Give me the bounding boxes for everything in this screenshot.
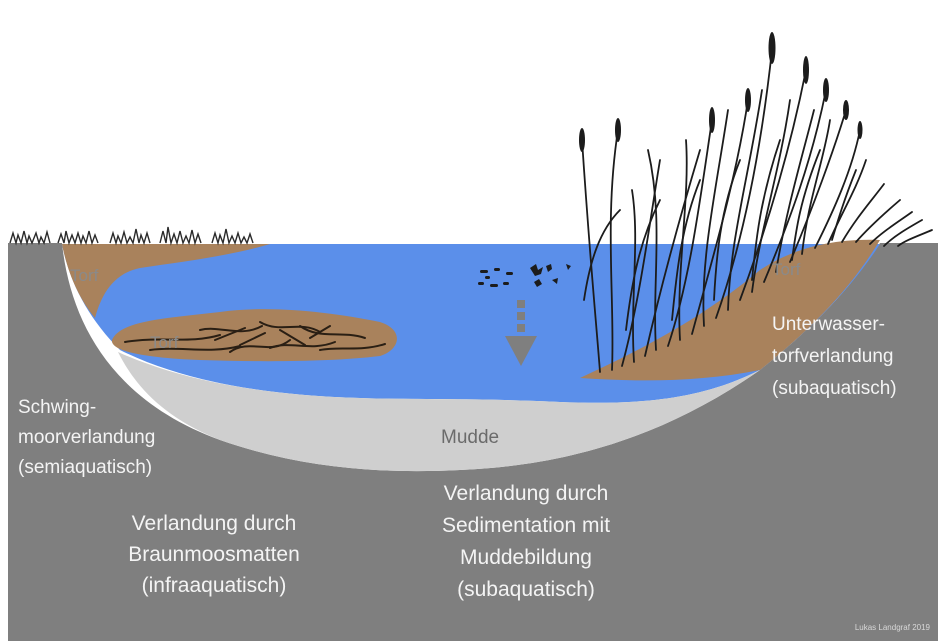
- torf-label-left: Torf: [70, 266, 99, 285]
- schwingmoor-line-2: moorverlandung: [18, 427, 155, 448]
- braunmoos-line-3: (infraaquatisch): [142, 574, 287, 597]
- mudde-label: Mudde: [441, 427, 499, 448]
- torf-label-mat: Torf: [150, 333, 179, 352]
- unterwasser-line-1: Unterwasser-: [772, 314, 885, 335]
- author-credit: Lukas Landgraf 2019: [855, 623, 931, 632]
- unterwasser-label: Unterwasser- torfverlandung (subaquatisc…: [772, 314, 897, 399]
- unterwasser-line-3: (subaquatisch): [772, 378, 897, 399]
- sedimentation-line-2: Sedimentation mit: [442, 514, 610, 537]
- torf-label-right: Torf: [772, 260, 801, 279]
- sedimentation-line-3: Muddebildung: [460, 546, 592, 569]
- sedimentation-line-1: Verlandung durch: [444, 482, 609, 505]
- schwingmoor-line-3: (semiaquatisch): [18, 457, 152, 478]
- sedimentation-line-4: (subaquatisch): [457, 578, 595, 601]
- unterwasser-line-2: torfverlandung: [772, 346, 893, 367]
- braunmoos-line-1: Verlandung durch: [132, 512, 297, 535]
- braunmoos-label: Verlandung durch Braunmoosmatten (infraa…: [128, 512, 300, 597]
- schwingmoor-line-1: Schwing-: [18, 397, 96, 418]
- braunmoos-line-2: Braunmoosmatten: [128, 543, 300, 566]
